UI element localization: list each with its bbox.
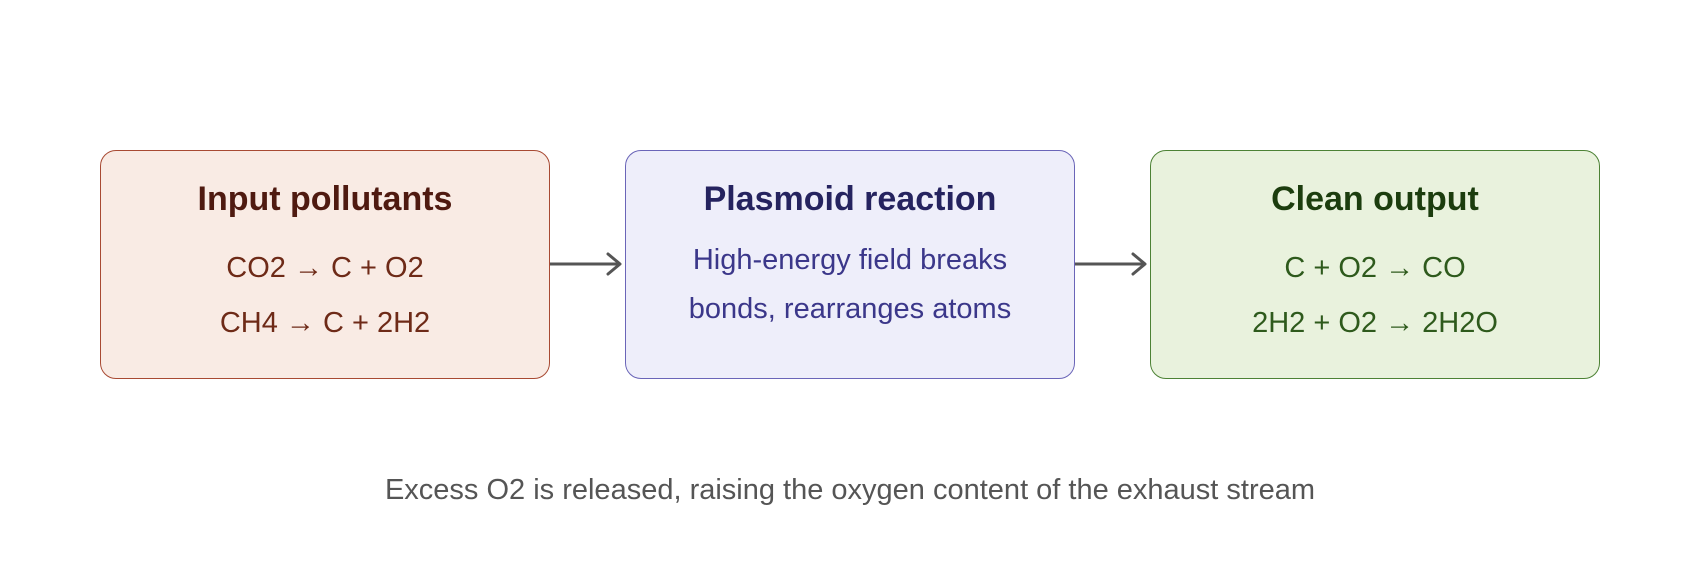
input-reaction-line: CH4 → C + 2H2 [219, 307, 431, 339]
output-reaction-line: 2H2 + O2 → 2H2O [1252, 307, 1498, 339]
clean-output-title: Clean output [1271, 180, 1479, 218]
arrow-reaction-to-output [1075, 252, 1147, 276]
plasmoid-description-line: bonds, rearranges atoms [688, 293, 1012, 325]
output-reaction-line: C + O2 → CO [1284, 252, 1466, 284]
caption: Excess O2 is released, raising the oxyge… [384, 474, 1316, 506]
plasmoid-reaction-title: Plasmoid reaction [703, 180, 997, 218]
plasmoid-description-line: High-energy field breaks [692, 244, 1008, 276]
arrow-input-to-reaction [550, 252, 622, 276]
clean-output-box: Clean output C + O2 → CO 2H2 + O2 → 2H2O [1150, 150, 1600, 379]
input-pollutants-box: Input pollutants CO2 → C + O2 CH4 → C + … [100, 150, 550, 379]
plasmoid-reaction-box: Plasmoid reaction High-energy field brea… [625, 150, 1075, 379]
input-pollutants-title: Input pollutants [197, 180, 453, 218]
input-reaction-line: CO2 → C + O2 [226, 252, 424, 284]
